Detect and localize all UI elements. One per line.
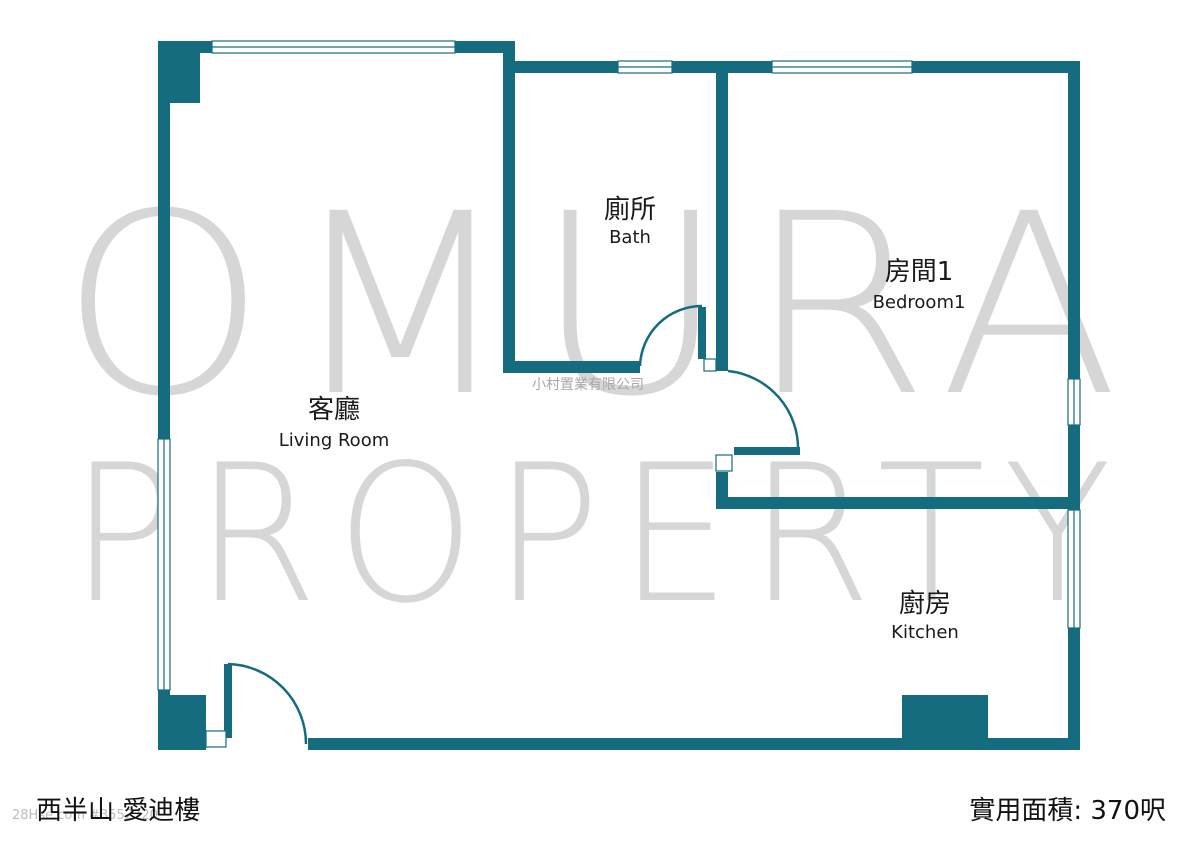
wall-right-bottom [1068,655,1080,750]
wall-bedroom-left [716,61,728,371]
wall-kitchen-stub [716,472,728,508]
wall-kitchen-top [716,497,1080,509]
wall-top-bath [508,61,618,73]
windows [157,40,1081,691]
kitchen-label-en: Kitchen [891,622,959,643]
door-swing-entry [227,662,308,745]
wall-left-upper [158,41,170,439]
wall-left-lower [158,690,170,750]
bedroom1-label-zh: 房間1 [885,257,954,287]
living-label-zh: 客廳 [308,395,360,425]
watermark-line2: PROPERTY [70,424,1130,645]
wall-entry-jamb [224,664,232,738]
wall-bedroom-door-jamb [734,447,800,455]
building-name: 西半山 愛迪樓 [36,796,201,826]
wall-top-right [912,61,1080,73]
wall-right-low [1068,628,1080,660]
walls [158,41,1080,750]
wall-bath-door-jamb [698,307,706,359]
wall-right-mid [1068,425,1080,510]
door-hinges [205,358,733,748]
wall-right-top [1068,61,1080,379]
bath-label-en: Bath [609,227,651,248]
listing-code: 28Hse.com #3552720 [12,808,158,823]
wall-top-mid [455,41,515,53]
kitchen-label-zh: 廚房 [899,589,951,619]
door-swing-bath [638,304,703,367]
wall-bath-left [503,41,515,373]
watermark-company: 小村置業有限公司 [532,377,644,393]
saleable-area: 實用面積: 370呎 [969,796,1166,826]
living-label-en: Living Room [279,430,390,451]
wall-bath-bottom [503,361,640,373]
doors [227,304,800,745]
watermark-line1: OMURA [60,160,1140,451]
wall-bottom [308,738,1080,750]
bedroom1-label-en: Bedroom1 [873,292,966,313]
door-swing-bedroom [727,369,800,452]
bath-label-zh: 廁所 [604,195,656,225]
column-kitchen [902,695,988,743]
